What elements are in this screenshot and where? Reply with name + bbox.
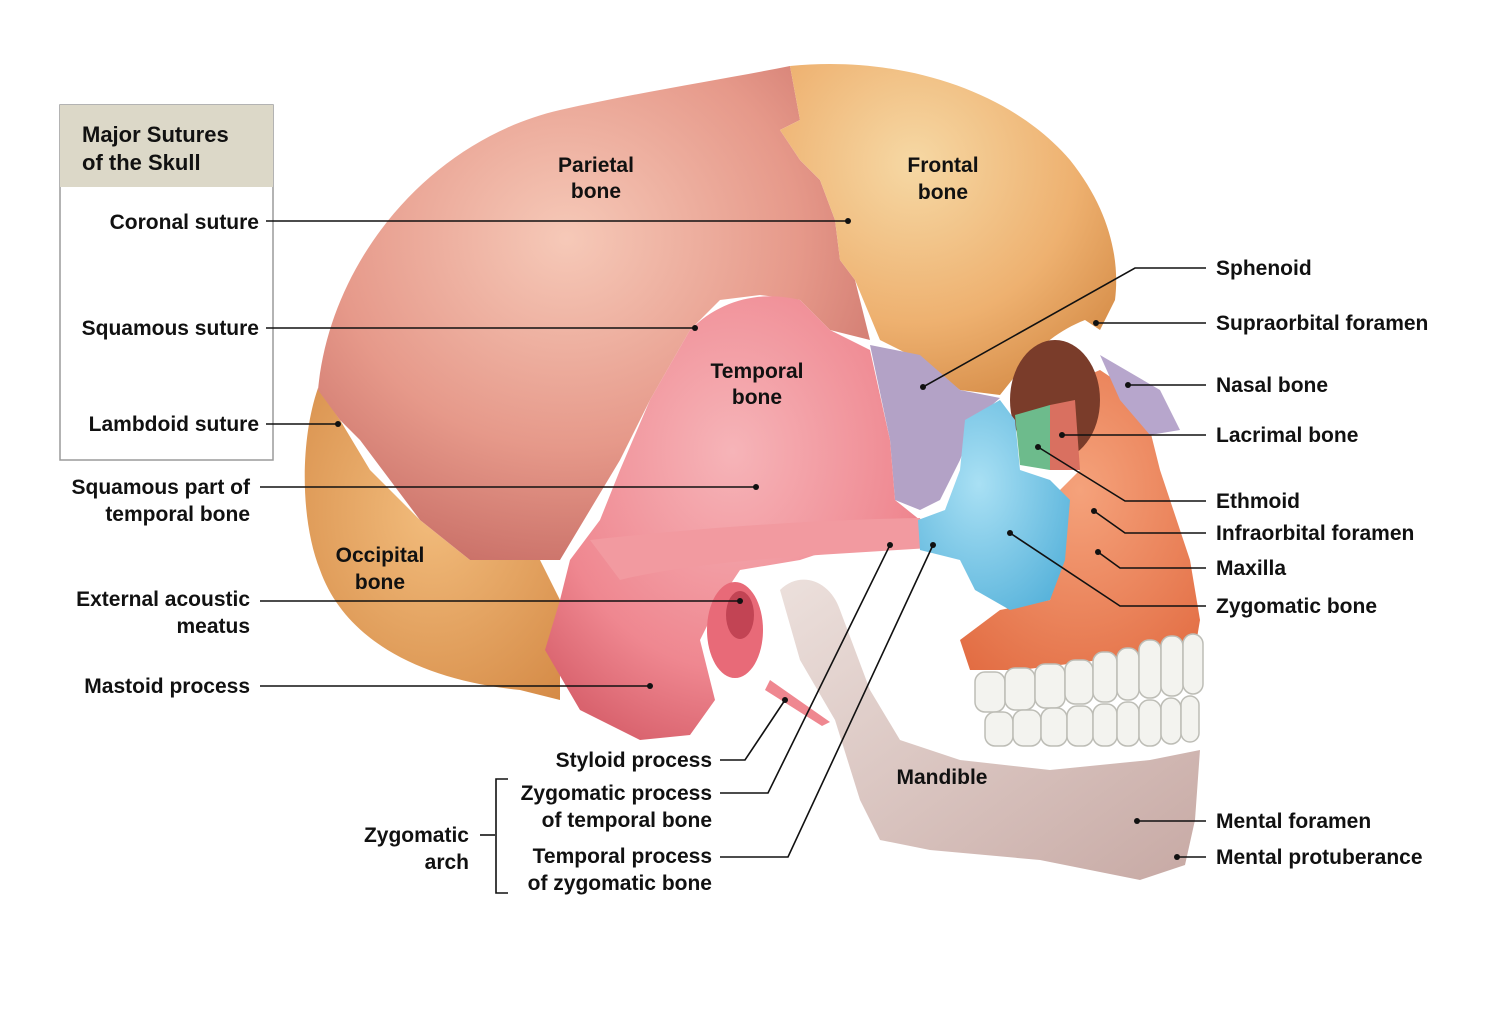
mental-protuberance-label: Mental protuberance <box>1216 846 1423 869</box>
infraorbital-foramen-leader <box>1093 510 1206 534</box>
parietal-bone-shape <box>318 66 870 560</box>
styloid-process-shape <box>765 680 830 726</box>
coronal-suture-label: Coronal suture <box>110 211 259 234</box>
ethmoid-leader <box>1037 446 1206 502</box>
zygomatic-process-temporal-label-line2: of temporal bone <box>542 809 712 832</box>
mandible-bone-shape <box>780 579 1200 880</box>
maxilla-label: Maxilla <box>1216 557 1286 580</box>
coronal-suture-point <box>845 218 851 224</box>
maxilla-bone-shape <box>960 370 1200 670</box>
sphenoid-leader <box>922 267 1206 388</box>
right-labels: Sphenoid Supraorbital foramen Nasal bone… <box>920 257 1428 869</box>
squamous-part-label-line2: temporal bone <box>105 503 250 526</box>
parietal-label-line1: Parietal <box>558 154 634 177</box>
maxilla-point <box>1095 549 1101 555</box>
ear-opening-shape <box>726 591 754 639</box>
temporal-process-zygomatic-label-line1: Temporal process <box>533 845 712 868</box>
zygomatic-arch-label-line1: Zygomatic <box>364 824 469 847</box>
zygomatic-bone-leader <box>1009 532 1206 607</box>
suture-legend-box: Major Sutures of the Skull <box>59 104 274 461</box>
zygomatic-bone-label: Zygomatic bone <box>1216 595 1377 618</box>
teeth-shape <box>974 633 1204 747</box>
styloid-process-label: Styloid process <box>556 749 712 772</box>
sphenoid-bone-shape <box>870 345 1000 510</box>
zygomatic-process-temporal-point <box>887 542 893 548</box>
occipital-bone-shape <box>304 388 560 700</box>
infraorbital-foramen-point <box>1091 508 1097 514</box>
zygomatic-process-temporal-label-line1: Zygomatic process <box>521 782 712 805</box>
squamous-suture-point <box>692 325 698 331</box>
supraorbital-foramen-label: Supraorbital foramen <box>1216 312 1428 335</box>
temporal-process-zygomatic-label-line2: of zygomatic bone <box>528 872 712 895</box>
external-acoustic-point <box>737 598 743 604</box>
mandible-label: Mandible <box>896 766 987 789</box>
infraorbital-foramen-label: Infraorbital foramen <box>1216 522 1414 545</box>
external-acoustic-label-line1: External acoustic <box>76 588 250 611</box>
zygomatic-arch-bracket <box>495 778 508 894</box>
skull-illustration <box>304 64 1204 880</box>
zygomatic-bone-shape <box>918 400 1070 610</box>
styloid-process-leader <box>720 699 786 761</box>
lambdoid-suture-point <box>335 421 341 427</box>
maxilla-leader <box>1097 551 1206 569</box>
lacrimal-bone-label: Lacrimal bone <box>1216 424 1358 447</box>
external-acoustic-label-line2: meatus <box>176 615 250 638</box>
mastoid-process-label: Mastoid process <box>84 675 250 698</box>
occipital-label-line2: bone <box>355 571 405 594</box>
zygomatic-bone-point <box>1007 530 1013 536</box>
mental-protuberance-point <box>1174 854 1180 860</box>
temporal-process-zygomatic-leader <box>720 544 934 858</box>
squamous-part-label-line1: Squamous part of <box>71 476 251 499</box>
mental-foramen-label: Mental foramen <box>1216 810 1371 833</box>
frontal-bone-shape <box>780 64 1117 395</box>
sphenoid-point <box>920 384 926 390</box>
frontal-label-line2: bone <box>918 181 968 204</box>
temporal-bone-shape <box>545 296 920 740</box>
left-labels: Coronal suture Squamous suture Lambdoid … <box>71 211 851 698</box>
ethmoid-label: Ethmoid <box>1216 490 1300 513</box>
bottom-labels: Styloid process Zygomatic process of tem… <box>364 542 936 895</box>
frontal-label-line1: Frontal <box>907 154 978 177</box>
ethmoid-bone-shape <box>1015 405 1050 470</box>
nasal-bone-shape <box>1100 355 1180 435</box>
parietal-label-line2: bone <box>571 180 621 203</box>
nasal-bone-label: Nasal bone <box>1216 374 1328 397</box>
temporal-label-line2: bone <box>732 386 782 409</box>
styloid-process-point <box>782 697 788 703</box>
supraorbital-foramen-point <box>1093 320 1099 326</box>
lacrimal-bone-point <box>1059 432 1065 438</box>
occipital-label-line1: Occipital <box>336 544 425 567</box>
squamous-suture-label: Squamous suture <box>82 317 259 340</box>
suture-box-title-line1: Major Sutures <box>82 122 229 147</box>
mental-foramen-point <box>1134 818 1140 824</box>
temporal-process-zygomatic-point <box>930 542 936 548</box>
zygomatic-process-shape <box>590 518 930 580</box>
zygomatic-process-temporal-leader <box>720 544 891 794</box>
suture-box-title-line2: of the Skull <box>82 150 201 175</box>
squamous-part-point <box>753 484 759 490</box>
temporal-label-line1: Temporal <box>711 360 804 383</box>
zygomatic-arch-label-line2: arch <box>425 851 469 874</box>
lambdoid-suture-label: Lambdoid suture <box>89 413 259 436</box>
nasal-bone-point <box>1125 382 1131 388</box>
mastoid-process-point <box>647 683 653 689</box>
sphenoid-label: Sphenoid <box>1216 257 1312 280</box>
ethmoid-point <box>1035 444 1041 450</box>
